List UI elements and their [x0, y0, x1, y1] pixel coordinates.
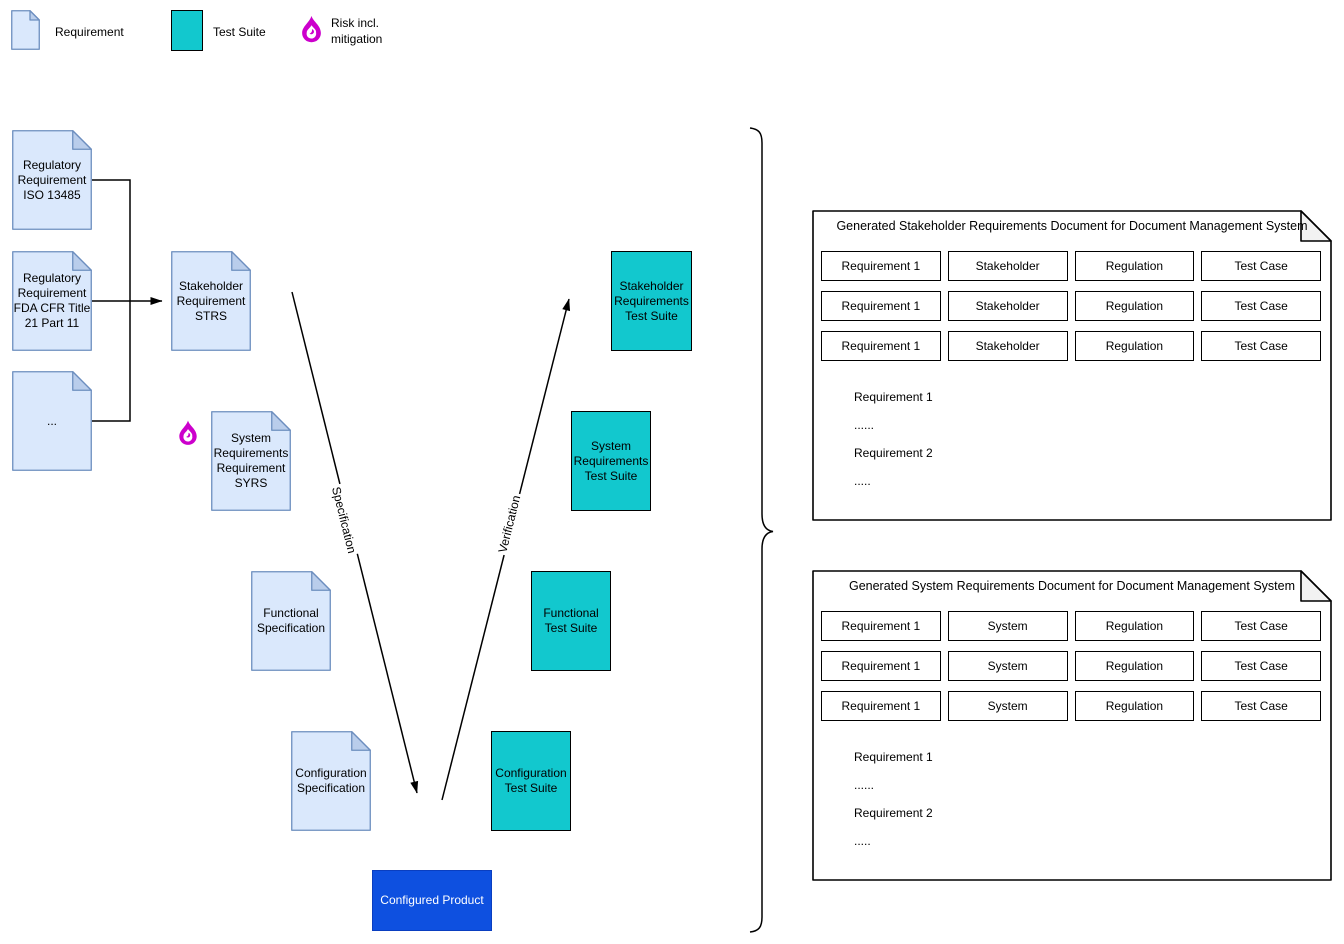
- test-suite-label: Functional Test Suite: [543, 606, 599, 635]
- body-line: Requirement 1: [854, 390, 933, 404]
- matrix-row: Requirement 1 Stakeholder Regulation Tes…: [821, 291, 1321, 321]
- matrix-cell: System: [947, 611, 1068, 641]
- matrix-cell: System: [947, 651, 1068, 681]
- verification-edge-label: Verification: [494, 491, 524, 557]
- generated-doc-title: Generated System Requirements Document f…: [848, 579, 1296, 593]
- configured-product-label: Configured Product: [380, 893, 484, 907]
- traceability-matrix: Requirement 1 System Regulation Test Cas…: [821, 611, 1321, 731]
- matrix-cell: Requirement 1: [821, 291, 941, 321]
- legend-requirement-label: Requirement: [55, 25, 124, 39]
- matrix-cell: Regulation: [1074, 251, 1195, 281]
- matrix-cell: Regulation: [1074, 611, 1195, 641]
- configuration-test-suite: Configuration Test Suite: [491, 731, 571, 831]
- matrix-cell: Requirement 1: [821, 651, 941, 681]
- body-line: Requirement 1: [854, 750, 933, 764]
- traceability-matrix: Requirement 1 Stakeholder Regulation Tes…: [821, 251, 1321, 371]
- matrix-cell: Test Case: [1201, 291, 1321, 321]
- doc-regulatory-more: ...: [12, 371, 92, 471]
- requirement-body-text: Requirement 1 ...... Requirement 2 .....: [854, 391, 933, 503]
- legend-risk-flame-icon: [299, 15, 324, 52]
- doc-label: ...: [46, 413, 57, 428]
- body-line: .....: [854, 474, 871, 488]
- test-suite-label: System Requirements Test Suite: [573, 438, 649, 483]
- stakeholder-requirements-test-suite: Stakeholder Requirements Test Suite: [611, 251, 692, 351]
- doc-stakeholder-requirement-strs: Stakeholder Requirement STRS: [171, 251, 251, 351]
- matrix-row: Requirement 1 System Regulation Test Cas…: [821, 691, 1321, 721]
- matrix-row: Requirement 1 Stakeholder Regulation Tes…: [821, 251, 1321, 281]
- matrix-cell: Stakeholder: [947, 251, 1068, 281]
- matrix-row: Requirement 1 Stakeholder Regulation Tes…: [821, 331, 1321, 361]
- doc-regulatory-iso13485: Regulatory Requirement ISO 13485: [12, 130, 92, 230]
- matrix-cell: Test Case: [1201, 251, 1321, 281]
- generated-doc-title: Generated Stakeholder Requirements Docum…: [836, 219, 1308, 233]
- regulatory-trunk-connector: [92, 179, 131, 422]
- specification-edge-label: Specification: [328, 483, 360, 557]
- matrix-cell: Requirement 1: [821, 331, 941, 361]
- matrix-cell: Stakeholder: [947, 331, 1068, 361]
- doc-label: Regulatory Requirement FDA CFR Title 21 …: [13, 271, 91, 330]
- test-suite-label: Configuration Test Suite: [495, 766, 567, 795]
- legend-test-suite-swatch: [171, 10, 203, 51]
- matrix-cell: System: [947, 691, 1068, 721]
- legend-requirement-icon: [11, 10, 40, 50]
- matrix-cell: Test Case: [1201, 331, 1321, 361]
- legend-test-suite-label: Test Suite: [213, 25, 266, 39]
- body-line: ......: [854, 418, 875, 432]
- system-requirements-test-suite: System Requirements Test Suite: [571, 411, 651, 511]
- body-line: Requirement 2: [854, 446, 933, 460]
- matrix-row: Requirement 1 System Regulation Test Cas…: [821, 651, 1321, 681]
- matrix-cell: Test Case: [1201, 611, 1321, 641]
- generated-system-requirements-document: Generated System Requirements Document f…: [812, 570, 1332, 881]
- configured-product-box: Configured Product: [372, 870, 492, 931]
- doc-configuration-specification: Configuration Specification: [291, 731, 371, 831]
- doc-regulatory-fda-cfr: Regulatory Requirement FDA CFR Title 21 …: [12, 251, 92, 351]
- risk-flame-icon-syrs: [176, 420, 200, 454]
- matrix-cell: Regulation: [1074, 651, 1195, 681]
- matrix-cell: Test Case: [1201, 651, 1321, 681]
- doc-functional-specification: Functional Specification: [251, 571, 331, 671]
- doc-system-requirements-syrs: System Requirements Requirement SYRS: [211, 411, 291, 511]
- functional-test-suite: Functional Test Suite: [531, 571, 611, 671]
- matrix-cell: Regulation: [1074, 691, 1195, 721]
- doc-label: Configuration Specification: [295, 766, 367, 795]
- matrix-cell: Regulation: [1074, 331, 1195, 361]
- matrix-cell: Requirement 1: [821, 251, 941, 281]
- matrix-cell: Requirement 1: [821, 611, 941, 641]
- doc-label: Functional Specification: [256, 606, 326, 635]
- matrix-cell: Stakeholder: [947, 291, 1068, 321]
- legend-risk-label: Risk incl. mitigation: [331, 16, 383, 46]
- doc-label: Stakeholder Requirement STRS: [176, 278, 246, 323]
- matrix-row: Requirement 1 System Regulation Test Cas…: [821, 611, 1321, 641]
- curly-brace: [749, 127, 774, 933]
- test-suite-label: Stakeholder Requirements Test Suite: [614, 278, 689, 323]
- doc-label: Regulatory Requirement ISO 13485: [17, 157, 87, 202]
- doc-label: System Requirements Requirement SYRS: [213, 431, 289, 490]
- matrix-cell: Requirement 1: [821, 691, 941, 721]
- body-line: .....: [854, 834, 871, 848]
- matrix-cell: Regulation: [1074, 291, 1195, 321]
- requirement-body-text: Requirement 1 ...... Requirement 2 .....: [854, 751, 933, 863]
- body-line: Requirement 2: [854, 806, 933, 820]
- body-line: ......: [854, 778, 875, 792]
- matrix-cell: Test Case: [1201, 691, 1321, 721]
- generated-stakeholder-requirements-document: Generated Stakeholder Requirements Docum…: [812, 210, 1332, 521]
